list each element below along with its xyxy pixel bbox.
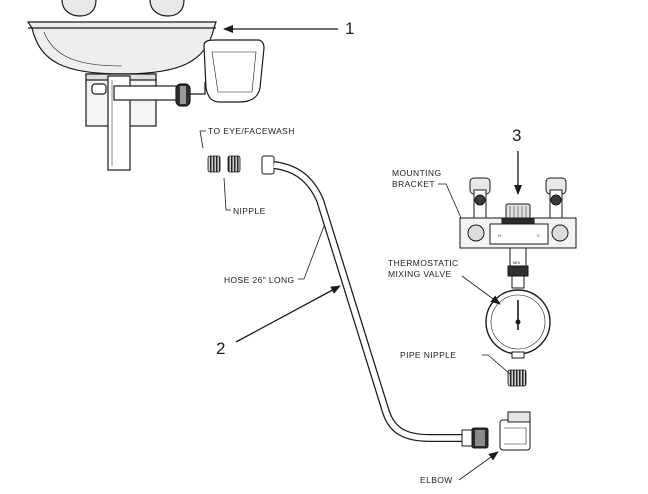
leader-elbow (458, 451, 499, 481)
label-mixing-valve-line1: THERMOSTATIC (388, 258, 459, 268)
label-elbow: ELBOW (420, 475, 453, 485)
label-mounting-bracket-line2: BRACKET (392, 179, 435, 189)
leader-nipple (223, 177, 231, 211)
label-mounting-bracket-line1: MOUNTING (392, 168, 441, 178)
eyewash-bowl-assembly (26, 0, 265, 171)
push-handle (203, 39, 265, 103)
hose (261, 155, 489, 449)
leader-pipe-nipple (482, 354, 511, 375)
inlet-pipe (113, 85, 185, 101)
leader-to-eye-facewash (199, 130, 206, 149)
elbow-fitting (499, 411, 531, 451)
label-to-eye-facewash: TO EYE/FACEWASH (208, 126, 295, 136)
callout-number-1: 1 (345, 19, 354, 38)
callout-arrow-2 (235, 285, 341, 343)
valve-mark-hot: H (498, 233, 501, 238)
spray-head-right (149, 0, 185, 17)
valve-mark-cold: C (537, 233, 540, 238)
pipe-nipple (507, 369, 527, 387)
callout-number-2: 2 (216, 339, 225, 358)
leader-mixing-valve (461, 275, 501, 305)
callout-number-3: 3 (512, 126, 521, 145)
label-hose: HOSE 26" LONG (224, 275, 295, 285)
label-nipple: NIPPLE (233, 206, 266, 216)
nipple-fittings (207, 155, 241, 173)
leader-hose (298, 225, 325, 280)
valve-mark-mix: MIX (513, 260, 520, 265)
spray-head-left (61, 0, 97, 17)
mixing-valve-assembly (459, 177, 577, 359)
label-mixing-valve-line2: MIXING VALVE (388, 269, 452, 279)
leader-mounting-bracket (438, 183, 463, 221)
label-pipe-nipple: PIPE NIPPLE (400, 350, 456, 360)
